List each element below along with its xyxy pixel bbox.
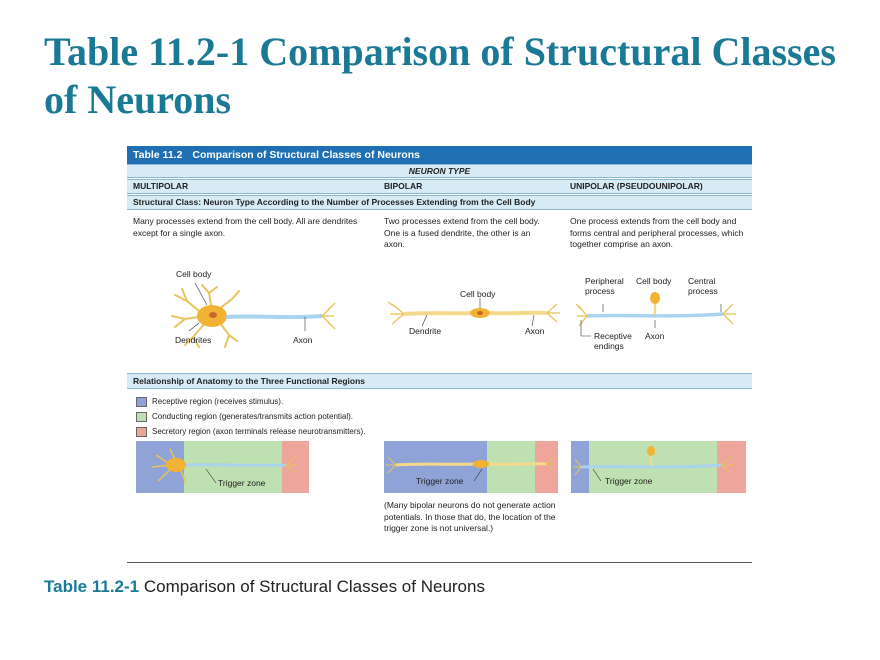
- column-headers: MULTIPOLAR BIPOLAR UNIPOLAR (PSEUDOUNIPO…: [127, 179, 752, 194]
- structural-class-row: Structural Class: Neuron Type According …: [127, 195, 752, 210]
- col-head-unipolar: UNIPOLAR (PSEUDOUNIPOLAR): [570, 181, 703, 191]
- caption-number: Table 11.2-1: [44, 577, 140, 596]
- unipolar-cell-body: [650, 292, 660, 304]
- bipolar-axon: [489, 310, 548, 316]
- bipolar-note: (Many bipolar neurons do not generate ac…: [384, 500, 556, 533]
- multipolar-neuron-diagram: [171, 282, 336, 348]
- label-unipolar-peripheral-1: Peripheral: [585, 276, 624, 286]
- desc-multipolar: Many processes extend from the cell body…: [133, 216, 358, 238]
- label-unipolar-cell-body: Cell body: [636, 276, 672, 286]
- bipolar-region-panel: Trigger zone: [384, 441, 558, 493]
- caption-text: Comparison of Structural Classes of Neur…: [143, 577, 485, 596]
- label-bipolar-axon: Axon: [525, 326, 545, 336]
- label-unipolar-receptive-1: Receptive: [594, 331, 632, 341]
- col-head-bipolar: BIPOLAR: [384, 181, 423, 191]
- legend-secretory: Secretory region (axon terminals release…: [136, 426, 365, 437]
- table-figure: Table 11.2 Comparison of Structural Clas…: [127, 146, 752, 563]
- legend-label-conducting: Conducting region (generates/transmits a…: [152, 412, 353, 421]
- label-unipolar-central-1: Central: [688, 276, 716, 286]
- trigger-zone-unipolar: Trigger zone: [605, 476, 653, 486]
- desc-unipolar: One process extends from the cell body a…: [570, 216, 744, 249]
- label-unipolar-peripheral-2: process: [585, 286, 615, 296]
- table-header: Table 11.2 Comparison of Structural Clas…: [127, 146, 752, 164]
- legend-conducting: Conducting region (generates/transmits a…: [136, 411, 353, 422]
- legend-swatch-conducting: [136, 411, 147, 422]
- legend-swatch-receptive: [136, 396, 147, 407]
- relationship-row: Relationship of Anatomy to the Three Fun…: [127, 373, 752, 389]
- unipolar-axon: [586, 312, 724, 318]
- legend-label-secretory: Secretory region (axon terminals release…: [152, 427, 366, 436]
- legend-swatch-secretory: [136, 426, 147, 437]
- label-unipolar-central-2: process: [688, 286, 718, 296]
- unipolar-neuron-diagram: [575, 292, 736, 337]
- slide-caption: Table 11.2-1 Comparison of Structural Cl…: [44, 576, 485, 598]
- label-unipolar-axon: Axon: [645, 331, 665, 341]
- trigger-zone-bipolar: Trigger zone: [416, 476, 464, 486]
- label-bipolar-cell-body: Cell body: [460, 289, 496, 299]
- unipolar-region-panel: Trigger zone: [571, 441, 746, 493]
- multipolar-axon: [225, 314, 323, 320]
- label-multipolar-dendrites: Dendrites: [175, 335, 212, 345]
- multipolar-region-panel: Trigger zone: [136, 441, 309, 493]
- trigger-zone-multipolar: Trigger zone: [218, 478, 266, 488]
- bipolar-neuron-diagram: [387, 298, 560, 327]
- legend-receptive: Receptive region (receives stimulus).: [136, 396, 283, 407]
- col-head-multipolar: MULTIPOLAR: [133, 181, 189, 191]
- table-title: Comparison of Structural Classes of Neur…: [192, 148, 420, 161]
- slide-title: Table 11.2-1 Comparison of Structural Cl…: [44, 29, 836, 122]
- label-unipolar-receptive-2: endings: [594, 341, 624, 351]
- table-number: Table 11.2: [133, 148, 183, 161]
- label-bipolar-dendrite: Dendrite: [409, 326, 442, 336]
- label-multipolar-cell-body: Cell body: [176, 269, 212, 279]
- desc-bipolar: Two processes extend from the cell body.…: [384, 216, 540, 249]
- bipolar-dendrite: [403, 311, 473, 316]
- table-bottom-rule: [127, 562, 752, 563]
- label-multipolar-axon: Axon: [293, 335, 313, 345]
- neuron-type-row: NEURON TYPE: [127, 164, 752, 178]
- legend-label-receptive: Receptive region (receives stimulus).: [152, 397, 284, 406]
